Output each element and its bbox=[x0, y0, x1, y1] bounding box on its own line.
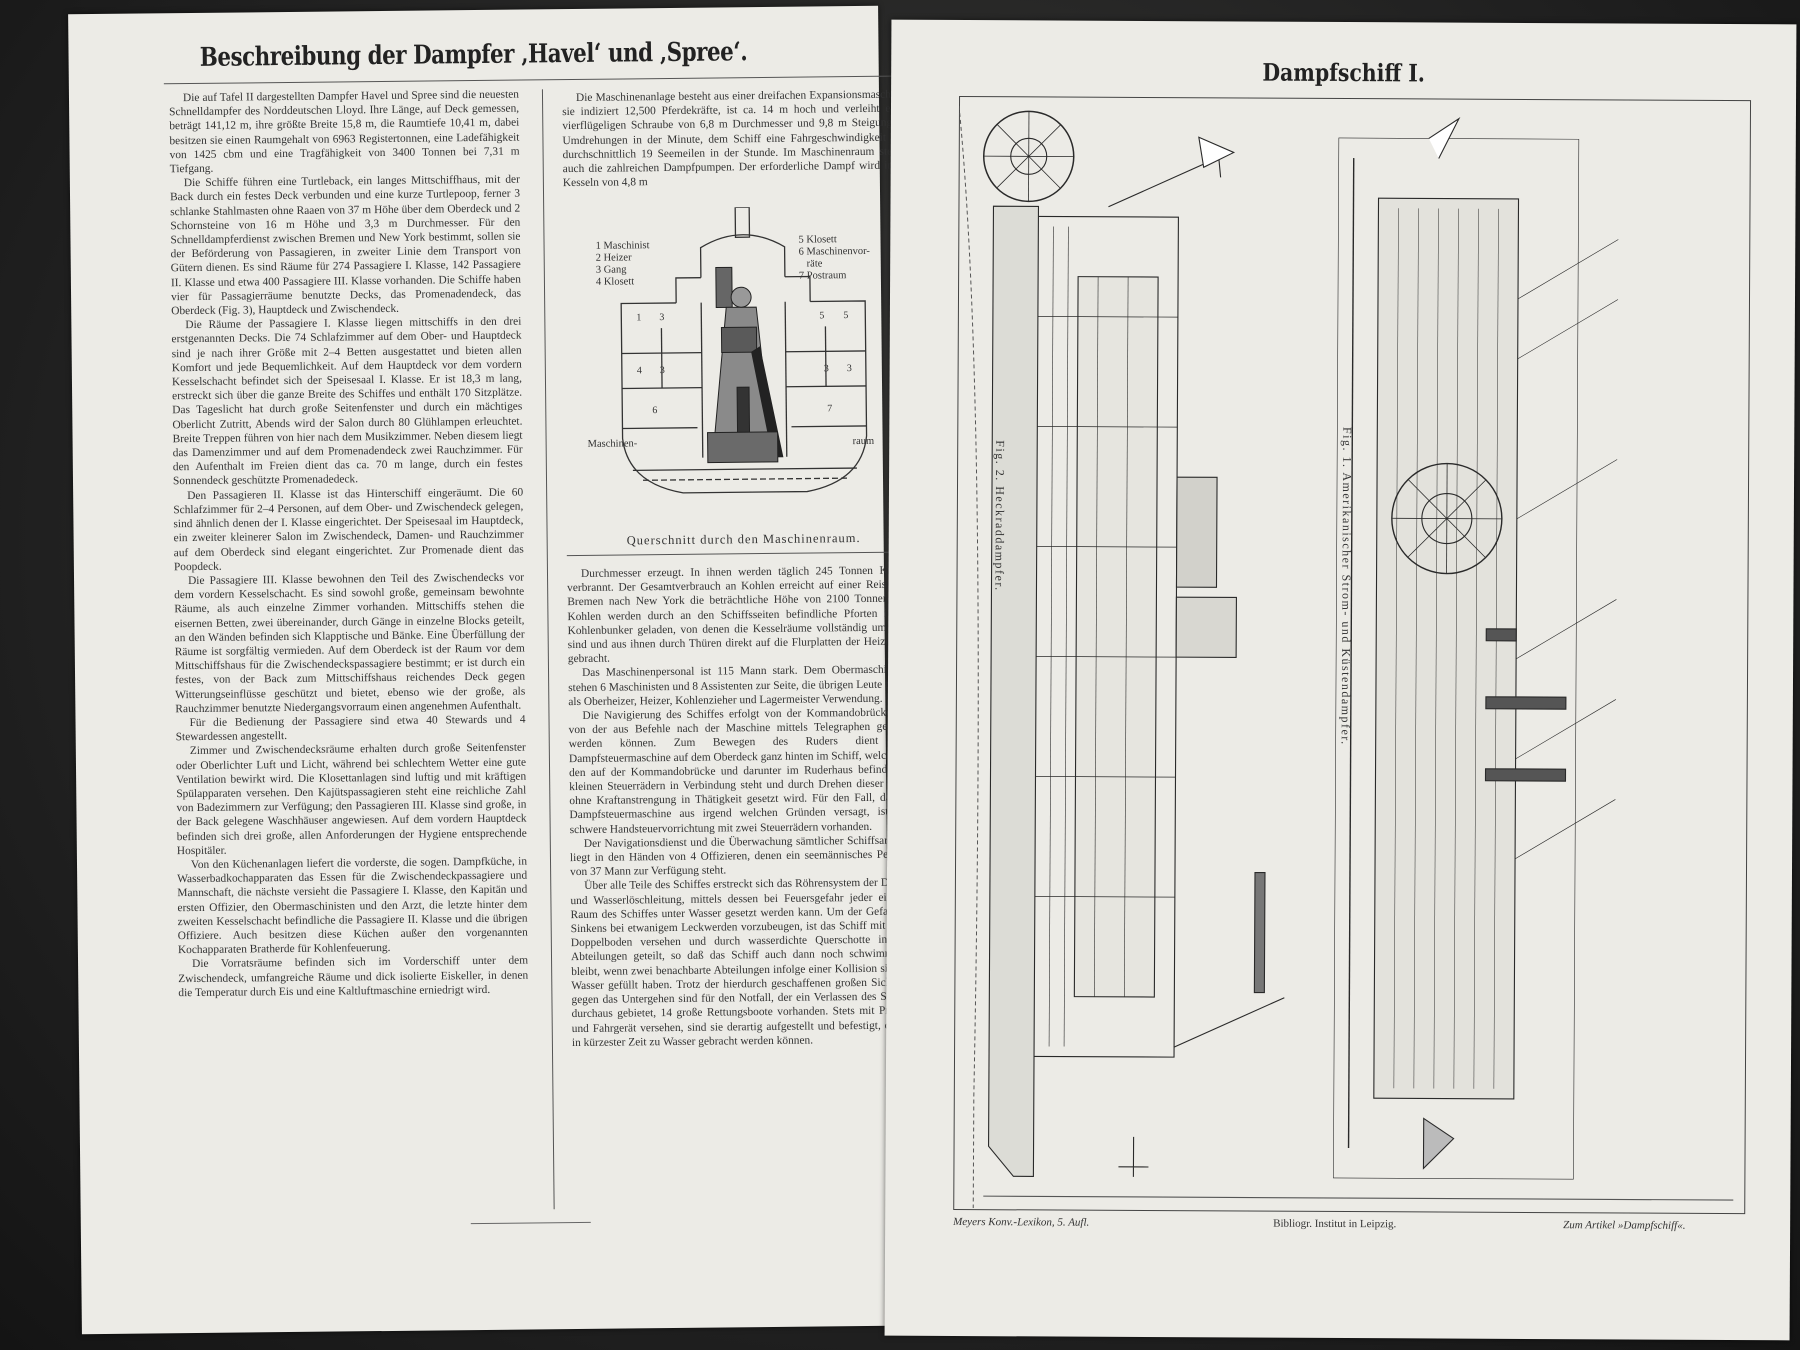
text-column-right-bottom: Durchmesser erzeugt. In ihnen werden täg… bbox=[567, 563, 918, 1050]
svg-text:4: 4 bbox=[637, 365, 642, 376]
end-rule bbox=[470, 1221, 591, 1225]
svg-text:7: 7 bbox=[827, 403, 832, 414]
fig1-caption: Fig. 1. Amerikanischer Strom- und Küsten… bbox=[1338, 426, 1355, 746]
text-column-left: Die auf Tafel II dargestellten Dampfer H… bbox=[169, 88, 528, 1001]
svg-text:3: 3 bbox=[659, 312, 664, 323]
footer-article: Zum Artikel »Dampfschiff«. bbox=[1563, 1219, 1686, 1232]
paragraph: Das Maschinenpersonal ist 115 Mann stark… bbox=[568, 663, 915, 708]
svg-text:3: 3 bbox=[847, 363, 852, 374]
svg-text:3: 3 bbox=[824, 363, 829, 374]
footer-institute: Bibliogr. Institut in Leipzig. bbox=[1273, 1217, 1397, 1231]
paragraph: Zimmer und Zwischendecksräume erhalten d… bbox=[175, 741, 527, 857]
paragraph: Die Schiffe führen eine Turtleback, ein … bbox=[169, 173, 522, 318]
paragraph: Durchmesser erzeugt. In ihnen werden täg… bbox=[567, 564, 914, 666]
paragraph: Den Passagieren II. Klasse ist das Hinte… bbox=[173, 486, 524, 573]
right-page: Dampfschiff I. bbox=[884, 19, 1797, 1341]
plate-title: Dampfschiff I. bbox=[1262, 57, 1426, 88]
svg-text:3: 3 bbox=[660, 365, 665, 376]
paragraph: Die Navigierung des Schiffes erfolgt von… bbox=[568, 706, 916, 836]
paragraph: Die auf Tafel II dargestellten Dampfer H… bbox=[169, 88, 520, 176]
page-title: Beschreibung der Dampfer ‚Havel‘ und ‚Sp… bbox=[199, 37, 748, 73]
paragraph: Für die Bedienung der Passagiere sind et… bbox=[175, 713, 526, 744]
svg-text:5: 5 bbox=[843, 310, 848, 321]
paddle-steamer-drawing bbox=[1333, 117, 1619, 1180]
plate-illustration bbox=[958, 105, 1734, 1209]
paragraph: Die Passagiere III. Klasse bewohnen den … bbox=[174, 571, 526, 715]
paragraph: Die Maschinenanlage besteht aus einer dr… bbox=[562, 88, 909, 190]
footer-publisher: Meyers Konv.-Lexikon, 5. Aufl. bbox=[953, 1215, 1090, 1229]
caption-rule bbox=[566, 551, 913, 557]
figure-label-maschinenraum-left: Maschinen- bbox=[587, 438, 638, 450]
svg-text:5: 5 bbox=[819, 310, 824, 321]
title-rule bbox=[163, 75, 914, 85]
paragraph: Die Räume der Passagiere I. Klasse liege… bbox=[171, 315, 523, 488]
cross-section-figure: 1 3 5 5 4 3 3 3 6 7 Maschinen- raum bbox=[580, 205, 913, 508]
paragraph: Der Navigationsdienst und die Überwachun… bbox=[569, 834, 917, 879]
fig2-caption: Fig. 2. Heckraddampfer. bbox=[992, 440, 1008, 592]
figure-label-maschinenraum-right: raum bbox=[852, 435, 875, 448]
cross-section-drawing: 1 3 5 5 4 3 3 3 6 7 bbox=[620, 206, 868, 494]
svg-text:1: 1 bbox=[636, 312, 641, 323]
paragraph: Die Vorratsräume befinden sich im Vorder… bbox=[178, 954, 529, 999]
paragraph: Über alle Teile des Schiffes erstreckt s… bbox=[570, 876, 918, 1049]
figure-caption: Querschnitt durch den Maschinenraum. bbox=[626, 531, 861, 548]
column-divider bbox=[541, 89, 555, 1210]
stern-wheeler-drawing bbox=[958, 105, 1734, 1209]
svg-text:6: 6 bbox=[652, 405, 657, 416]
text-column-right-top: Die Maschinenanlage besteht aus einer dr… bbox=[562, 87, 909, 190]
left-page: Beschreibung der Dampfer ‚Havel‘ und ‚Sp… bbox=[68, 5, 918, 1335]
paragraph: Von den Küchenanlagen liefert die vorder… bbox=[177, 855, 528, 957]
